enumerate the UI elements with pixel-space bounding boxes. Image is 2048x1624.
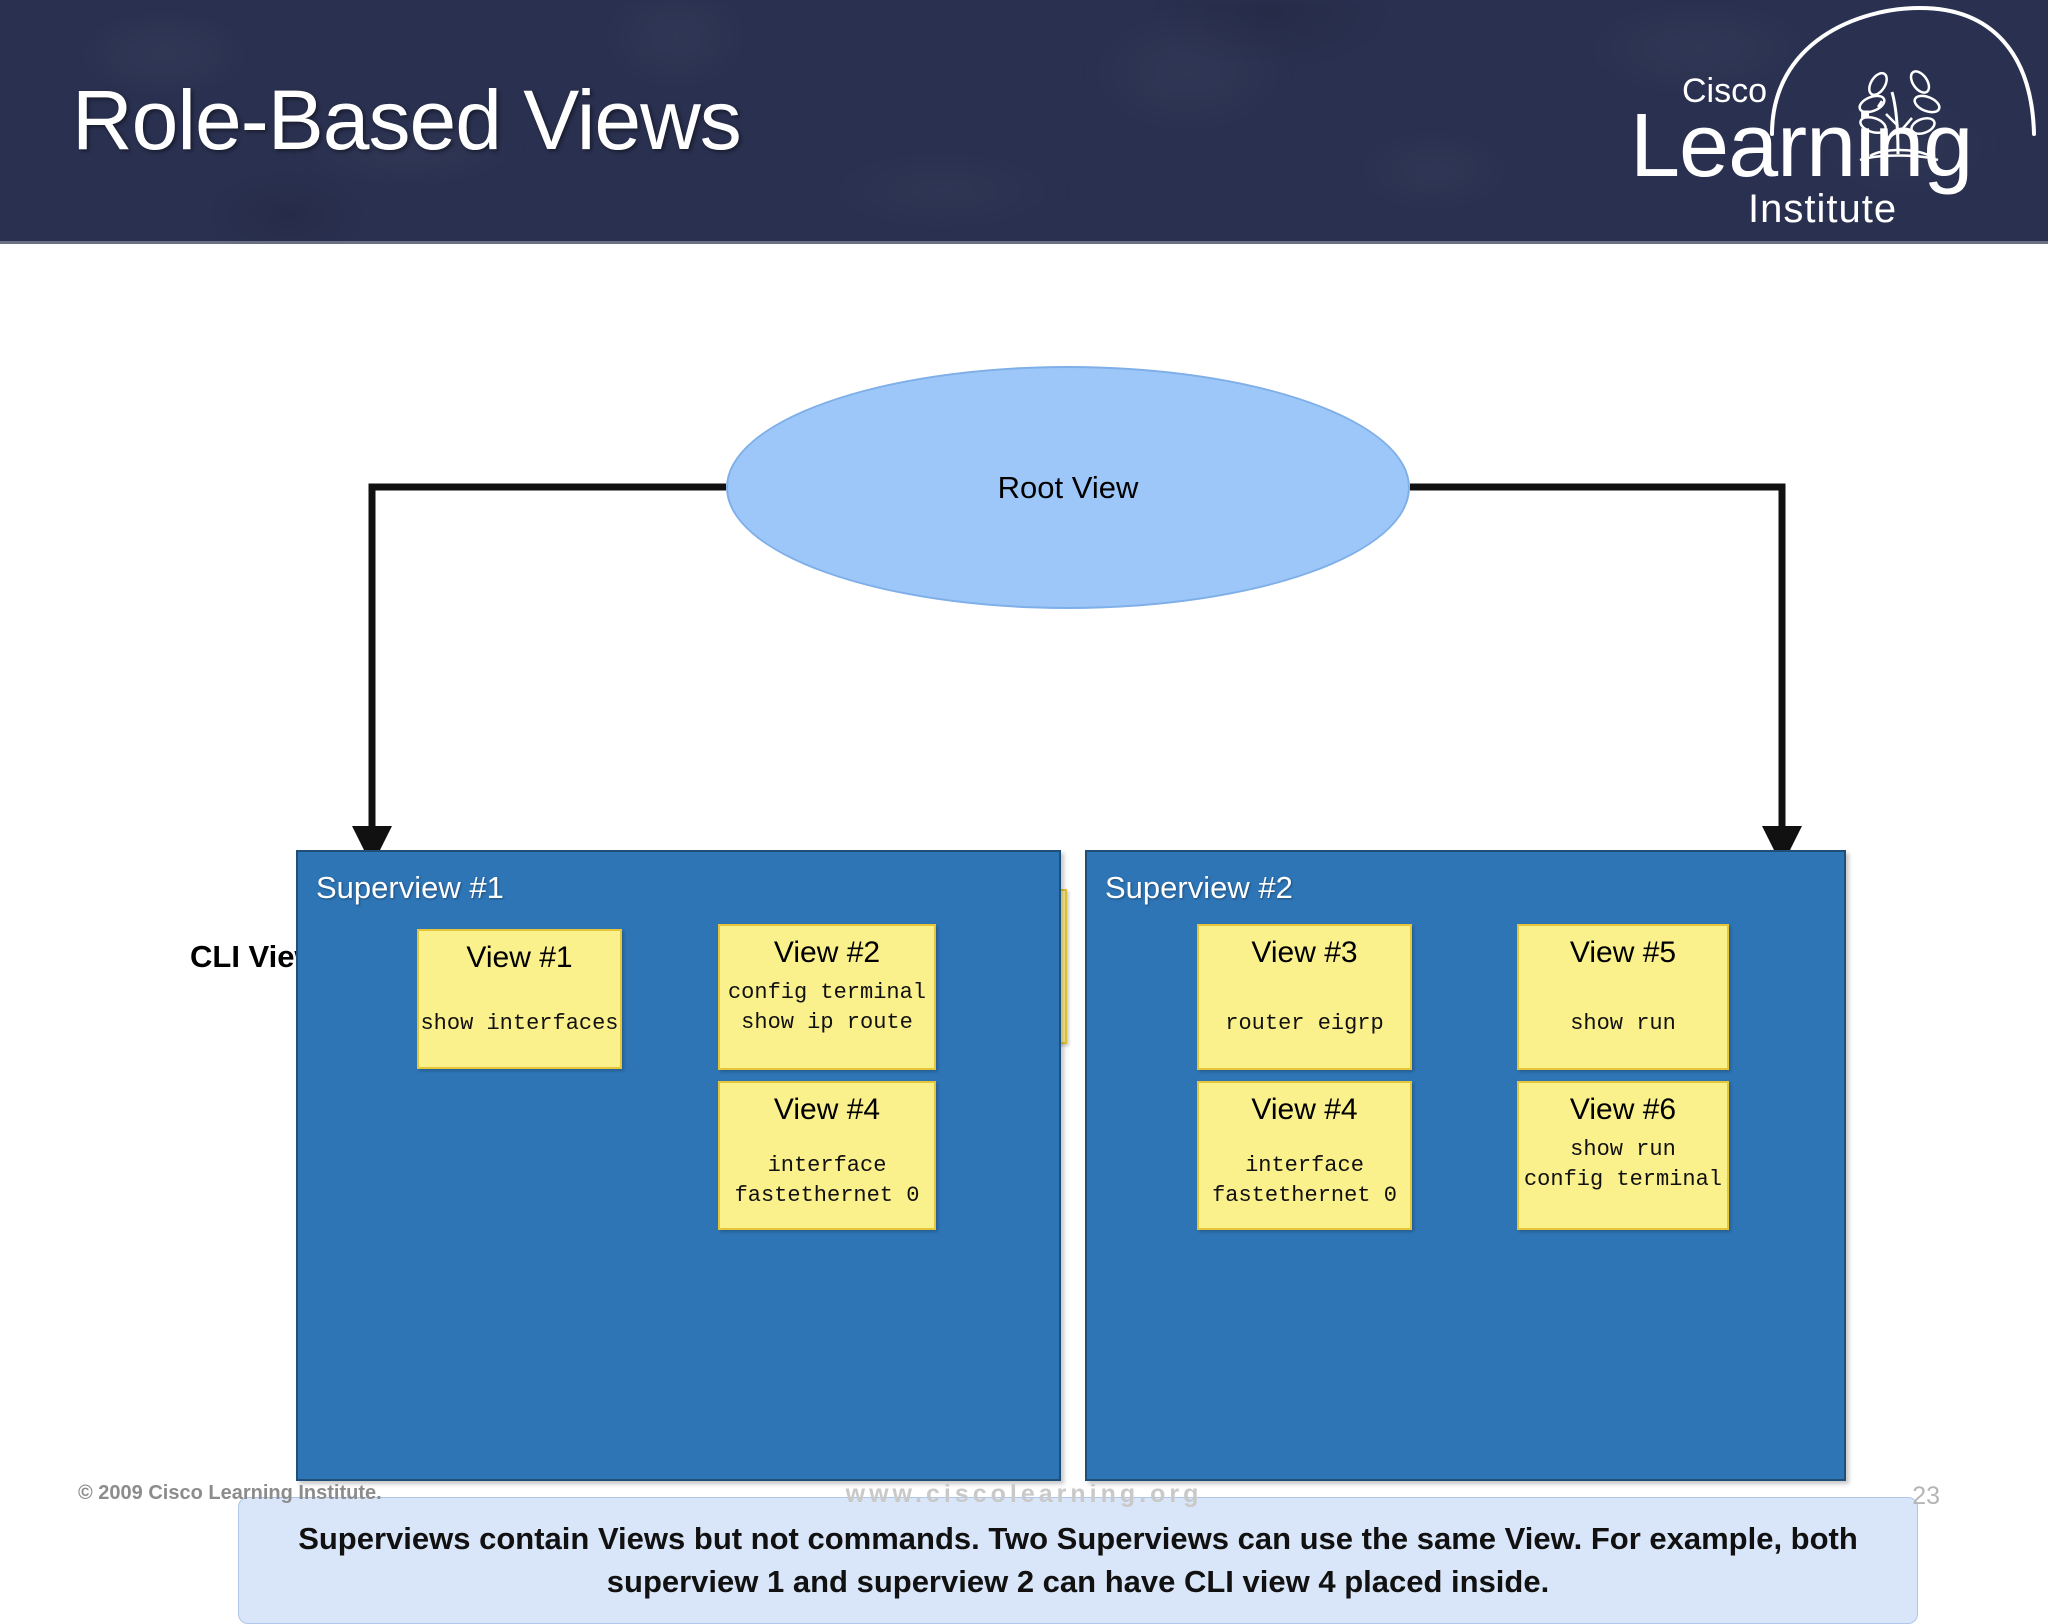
view-title: View #1 <box>466 941 573 974</box>
view-command: router eigrp <box>1225 1010 1384 1036</box>
view-command: fastethernet 0 <box>1212 1183 1397 1209</box>
slide-header: Role-Based Views Cisco <box>0 0 2048 244</box>
website-url: www.ciscolearning.org <box>845 1480 1203 1508</box>
view-command: show interfaces <box>420 1010 619 1036</box>
copyright-text: © 2009 Cisco Learning Institute. <box>78 1482 382 1504</box>
logo-learning-text: Learning <box>1630 96 1972 196</box>
superview-2-view-box-5[interactable]: View #5 show run <box>1517 924 1729 1070</box>
root-view-label: Root View <box>997 469 1139 505</box>
view-command: show run <box>1570 1010 1676 1036</box>
logo-cisco-text: Cisco <box>1682 72 1767 110</box>
superview-1[interactable]: Superview #1 View #1 show interfaces Vie… <box>296 850 1061 1481</box>
superview-2-view-box-6[interactable]: View #6 show run config terminal <box>1517 1081 1729 1230</box>
view-command: fastethernet 0 <box>734 1183 920 1209</box>
sapling-tree-icon <box>1858 70 1941 162</box>
header-divider <box>0 241 2048 244</box>
view-title: View #4 <box>1251 1093 1358 1126</box>
superview-title: Superview #2 <box>1105 870 1293 905</box>
page-title: Role-Based Views <box>72 73 742 167</box>
superview-1-view-box-2[interactable]: View #2 config terminal show ip route <box>718 924 936 1070</box>
view-command: show run <box>1570 1136 1676 1162</box>
view-command: interface <box>1245 1152 1364 1178</box>
role-based-views-diagram: Root View CLI Views View #1 show interfa… <box>0 244 2048 1624</box>
view-title: View #6 <box>1569 1093 1677 1126</box>
root-view-node: Root View <box>726 366 1410 609</box>
superview-2-view-box-4[interactable]: View #4 interface fastethernet 0 <box>1197 1081 1412 1230</box>
header-background-texture <box>0 0 2048 244</box>
view-title: View #2 <box>773 936 881 969</box>
logo-institute-text: Institute <box>1748 187 1897 231</box>
diagram-connectors <box>352 483 1802 866</box>
view-title: View #4 <box>773 1093 881 1126</box>
view-command: config terminal <box>727 979 927 1005</box>
view-title: View #5 <box>1569 936 1677 969</box>
view-command: config terminal <box>1523 1167 1723 1193</box>
superview-1-view-box-4[interactable]: View #4 interface fastethernet 0 <box>718 1081 936 1230</box>
slide-footer: © 2009 Cisco Learning Institute. www.cis… <box>0 1470 2048 1536</box>
view-command: show ip route <box>741 1010 913 1036</box>
view-title: View #3 <box>1251 936 1358 969</box>
view-command: interface <box>767 1152 887 1178</box>
cisco-learning-institute-logo: Cisco Learning Institute <box>1620 0 2040 244</box>
superview-title: Superview #1 <box>316 870 504 905</box>
superview-1-view-box-1[interactable]: View #1 show interfaces <box>417 929 622 1069</box>
superview-2-view-box-3[interactable]: View #3 router eigrp <box>1197 924 1412 1070</box>
superview-2[interactable]: Superview #2 View #3 router eigrp View #… <box>1085 850 1846 1481</box>
page-number: 23 <box>1912 1482 1940 1510</box>
